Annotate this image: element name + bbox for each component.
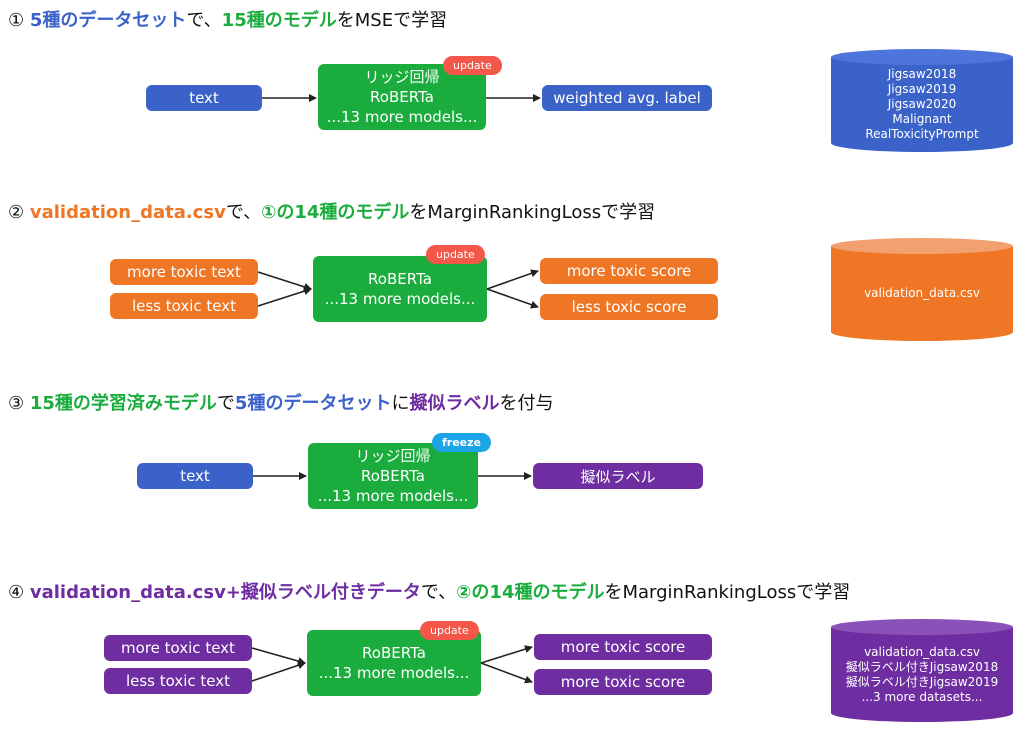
heading-segment: をMarginRankingLossで学習 <box>604 582 851 603</box>
dataset-name: 擬似ラベル付きJigsaw2018 <box>845 659 999 674</box>
model-line: RoBERTa <box>370 88 434 106</box>
s4-output-more-2: more toxic score <box>534 669 712 695</box>
s1-model-box: リッジ回帰 RoBERTa ...13 more models... <box>318 64 486 130</box>
heading-segment: ① <box>8 10 30 31</box>
heading-segment: 15種のモデル <box>221 10 337 31</box>
heading-segment: ③ <box>8 393 30 414</box>
s1-output-label: weighted avg. label <box>542 85 712 111</box>
s3-model-box: リッジ回帰 RoBERTa ...13 more models... <box>308 443 478 509</box>
dataset-name: Malignant <box>892 112 952 126</box>
model-line: RoBERTa <box>362 644 426 662</box>
s4-arrow-in-less <box>251 661 306 682</box>
model-line: ...13 more models... <box>317 487 469 505</box>
s2-arrow-in-less <box>257 287 312 307</box>
model-line: リッジ回帰 <box>355 447 431 465</box>
heading-segment: をMarginRankingLossで学習 <box>409 202 656 223</box>
heading-segment: で、 <box>420 582 457 603</box>
model-line: リッジ回帰 <box>364 68 440 86</box>
heading-segment: validation_data.csv <box>29 202 226 223</box>
section3-heading: ③ 15種の学習済みモデルで5種のデータセットに擬似ラベルを付与 <box>8 395 553 413</box>
heading-segment: に <box>391 393 410 414</box>
dataset-list: validation_data.csv <box>830 286 1014 301</box>
s4-input-less: less toxic text <box>104 668 252 694</box>
dataset-name: Jigsaw2020 <box>887 97 957 111</box>
s4-arrow-out-more-2 <box>480 662 533 684</box>
s1-update-badge: update <box>443 56 502 75</box>
s2-dataset-cylinder: validation_data.csv <box>830 237 1014 341</box>
s2-arrow-out-less <box>486 288 539 309</box>
dataset-name: validation_data.csv <box>864 644 980 659</box>
heading-segment: で <box>216 393 235 414</box>
heading-segment: で、 <box>186 10 222 31</box>
dataset-name: Jigsaw2018 <box>887 67 957 81</box>
s1-input-text: text <box>146 85 262 111</box>
heading-segment: ④ <box>8 582 30 603</box>
heading-segment: で、 <box>225 202 262 223</box>
model-line: RoBERTa <box>368 270 432 288</box>
dataset-name: Jigsaw2019 <box>887 82 957 96</box>
s4-input-more: more toxic text <box>104 635 252 661</box>
s2-arrow-out-more <box>486 269 539 290</box>
heading-segment: 擬似ラベル <box>409 393 500 414</box>
section4-heading: ④ validation_data.csv+擬似ラベル付きデータで、②の14種の… <box>8 584 850 602</box>
s4-output-more-1: more toxic score <box>534 634 712 660</box>
heading-segment: 5種のデータセット <box>234 393 392 414</box>
heading-segment: ②の14種のモデル <box>456 582 605 603</box>
s2-model-box: RoBERTa ...13 more models... <box>313 256 487 322</box>
s3-input-text: text <box>137 463 253 489</box>
section1-heading: ① 5種のデータセットで、15種のモデルをMSEで学習 <box>8 12 447 30</box>
heading-segment: ② <box>8 202 30 223</box>
heading-segment: 15種の学習済みモデル <box>29 393 217 414</box>
model-line: ...13 more models... <box>324 290 476 308</box>
s3-freeze-badge: freeze <box>432 433 491 452</box>
s2-update-badge: update <box>426 245 485 264</box>
s4-arrow-out-more <box>480 645 533 664</box>
heading-segment: 5種のデータセット <box>29 10 187 31</box>
s4-model-box: RoBERTa ...13 more models... <box>307 630 481 696</box>
dataset-name: ...3 more datasets... <box>861 689 983 704</box>
heading-segment: ①の14種のモデル <box>261 202 410 223</box>
heading-segment: をMSEで学習 <box>336 10 448 31</box>
s2-input-more: more toxic text <box>110 259 258 285</box>
heading-segment: を付与 <box>499 393 554 414</box>
s4-arrow-in-more <box>251 647 306 665</box>
s4-update-badge: update <box>420 621 479 640</box>
model-line: RoBERTa <box>361 467 425 485</box>
dataset-name: 擬似ラベル付きJigsaw2019 <box>845 674 999 689</box>
s2-input-less: less toxic text <box>110 293 258 319</box>
section2-heading: ② validation_data.csvで、①の14種のモデルをMarginR… <box>8 204 655 222</box>
heading-segment: validation_data.csv+擬似ラベル付きデータ <box>29 582 421 603</box>
dataset-name: validation_data.csv <box>864 286 980 300</box>
s2-output-less: less toxic score <box>540 294 718 320</box>
model-line: ...13 more models... <box>318 664 470 682</box>
s2-output-more: more toxic score <box>540 258 718 284</box>
model-line: ...13 more models... <box>326 108 478 126</box>
s3-output-pseudo-label: 擬似ラベル <box>533 463 703 489</box>
s2-arrow-in-more <box>257 271 312 291</box>
dataset-name: RealToxicityPrompt <box>865 127 979 141</box>
